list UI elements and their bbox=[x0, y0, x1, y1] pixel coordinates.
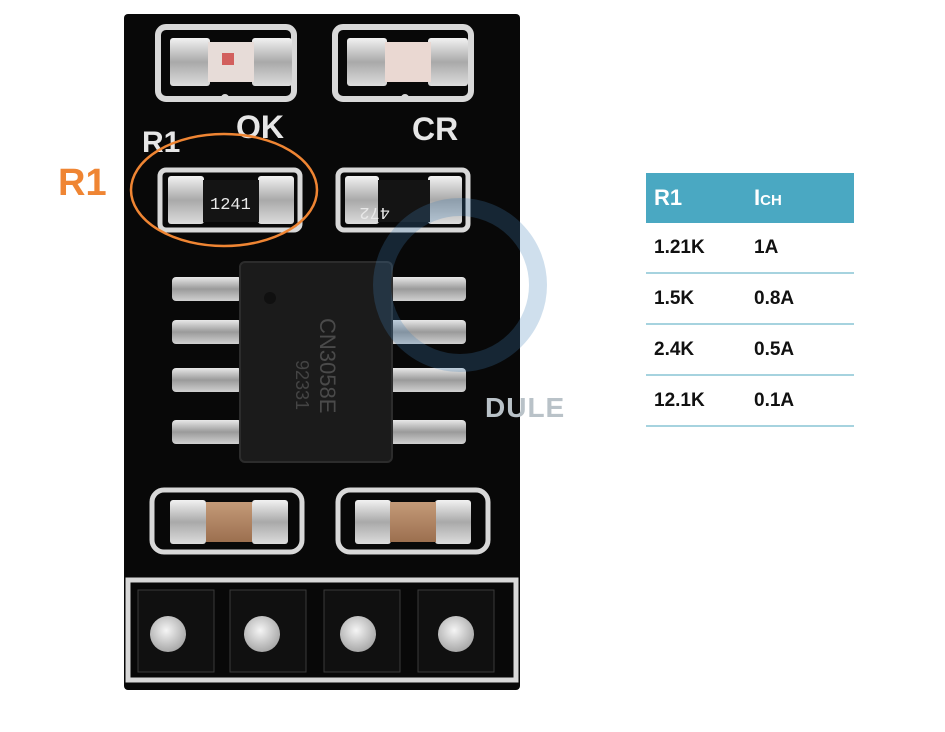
table-row: 1.21K 1A bbox=[646, 223, 854, 274]
pin-hole-4 bbox=[438, 616, 474, 652]
cell-ich: 0.5A bbox=[754, 338, 795, 360]
led-cr bbox=[332, 24, 474, 102]
watermark-logo bbox=[373, 198, 547, 372]
ic-mark-line1: CN3058E bbox=[315, 318, 340, 413]
cell-ich: 1A bbox=[754, 236, 779, 258]
pin-hole-3 bbox=[340, 616, 376, 652]
r1-current-table: R1 ICH 1.21K 1A 1.5K 0.8A 2.4K 0.5A 12.1… bbox=[646, 173, 854, 427]
silk-cr-label: CR bbox=[412, 111, 458, 147]
cell-ich: 0.8A bbox=[754, 287, 795, 309]
silk-ok-label: OK bbox=[236, 109, 284, 145]
header-ich-main: I bbox=[754, 185, 761, 210]
table-header: R1 ICH bbox=[646, 173, 854, 223]
table-row: 2.4K 0.5A bbox=[646, 325, 854, 376]
header-ich: ICH bbox=[754, 185, 782, 211]
cell-r1: 12.1K bbox=[654, 389, 705, 411]
resistor-472-code: 472 bbox=[359, 202, 390, 221]
header-r1: R1 bbox=[654, 185, 683, 210]
watermark-text: DULE bbox=[485, 392, 566, 423]
cell-r1: 2.4K bbox=[654, 338, 695, 360]
pin-hole-2 bbox=[244, 616, 280, 652]
header-ich-sub: CH bbox=[760, 192, 782, 209]
table-row: 1.5K 0.8A bbox=[646, 274, 854, 325]
ic-mark-line2: 92331 bbox=[292, 360, 312, 410]
cell-r1: 1.5K bbox=[654, 287, 695, 309]
cell-ich: 0.1A bbox=[754, 389, 795, 411]
connector-outline bbox=[125, 577, 519, 683]
table-row: 12.1K 0.1A bbox=[646, 376, 854, 427]
r1-callout-label: R1 bbox=[58, 162, 107, 204]
connector-pins bbox=[137, 589, 495, 673]
ic-legs bbox=[172, 277, 466, 444]
ic-chip: CN3058E 92331 bbox=[239, 261, 393, 463]
capacitor-right bbox=[335, 487, 491, 555]
cell-r1: 1.21K bbox=[654, 236, 705, 258]
led-ok bbox=[155, 24, 297, 102]
resistor-r1: 1241 bbox=[157, 167, 303, 233]
pin-hole-1 bbox=[150, 616, 186, 652]
resistor-472: 472 bbox=[335, 167, 471, 233]
resistor-r1-code: 1241 bbox=[210, 196, 251, 215]
capacitor-left bbox=[149, 487, 305, 555]
r1-highlight-circle bbox=[129, 132, 319, 248]
